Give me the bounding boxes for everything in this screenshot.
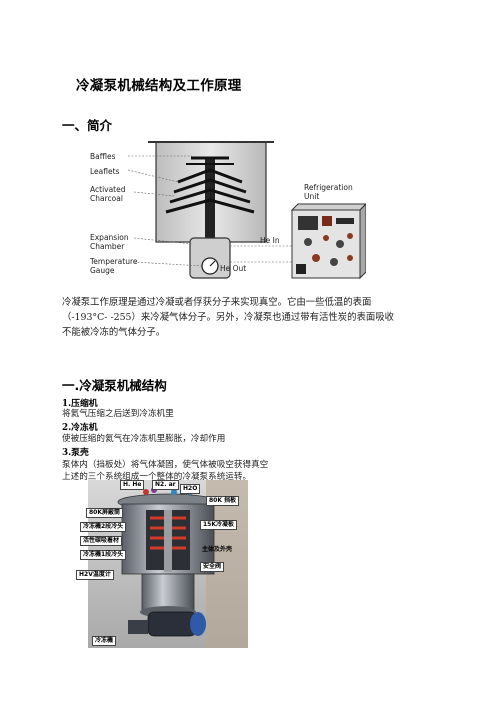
item-desc-refrigerator: 使被压缩的氦气在冷冻机里膨胀，冷却作用 <box>62 434 226 444</box>
cryopump-schematic-diagram: Baffles Leaflets Activated Charcoal Expa… <box>89 141 366 280</box>
label-refrigeration-unit-line2: Unit <box>304 192 319 201</box>
section-heading-intro: 一、简介 <box>62 118 113 133</box>
photo-label-80k-baffle: 80K 挡板 <box>206 496 240 506</box>
label-he-out: He Out <box>220 264 246 273</box>
summary-line: 上述的三个系统组成一个整体的冷凝泵系统运转。 <box>62 472 252 482</box>
photo-label-80k-shroud: 80K屏蔽筒 <box>86 508 123 518</box>
photo-label-refrigerator: 冷冻機 <box>92 636 117 646</box>
photo-label-stage1-cold-head: 冷冻機1段冷头 <box>80 550 127 560</box>
intro-line: 不能被冷冻的气体分子。 <box>62 327 166 338</box>
intro-line: （-193°C- -255）来冷凝气体分子。另外，冷凝泵也通过带有活性炭的表面吸… <box>62 312 395 323</box>
photo-label-15k-panel: 15K冷凝板 <box>200 520 237 530</box>
cryopump-photo: H. He N2. ar H2O 80K 挡板 80K屏蔽筒 冷冻機2段冷头 1… <box>76 480 248 648</box>
refrigeration-unit-box <box>290 203 366 280</box>
temperature-gauge-icon <box>201 257 219 275</box>
intro-paragraph: 冷凝泵工作原理是通过冷凝或者俘获分子来实现真空。它由一些低温的表面 （-193°… <box>62 295 432 340</box>
photo-label-h-he: H. He <box>120 480 145 490</box>
item-heading-refrigerator: 2.冷冻机 <box>62 423 98 433</box>
item-heading-compressor: 1.压缩机 <box>62 399 98 409</box>
item-heading-housing: 3.泵壳 <box>62 448 89 458</box>
label-refrigeration-unit-line1: Refrigeration <box>304 183 353 192</box>
label-activated-charcoal-line2: Charcoal <box>90 194 123 203</box>
cold-head-rod <box>205 158 215 250</box>
photo-label-n2-ar: N2. ar <box>152 480 179 490</box>
label-activated-charcoal-line1: Activated <box>90 185 126 194</box>
photo-label-body-housing: 主体及外壳 <box>202 546 233 553</box>
leaflets-shape <box>165 168 255 214</box>
photo-label-stage2-cold-head: 冷冻機2段冷头 <box>80 522 127 532</box>
label-temperature-gauge-line2: Gauge <box>90 266 115 275</box>
intro-line: 冷凝泵工作原理是通过冷凝或者俘获分子来实现真空。它由一些低温的表面 <box>62 297 372 308</box>
label-baffles: Baffles <box>90 152 116 161</box>
label-leaflets: Leaflets <box>90 167 120 176</box>
label-expansion-chamber-line1: Expansion <box>90 233 129 242</box>
item-desc-housing: 泵体内（挡板处）将气体凝固，使气体被吸空获得真空 <box>62 460 269 470</box>
photo-label-activated-charcoal: 活性碳吸着材 <box>80 536 123 546</box>
item-desc-compressor: 将氦气压缩之后送到冷冻机里 <box>62 409 174 419</box>
baffles-shape <box>186 156 234 165</box>
photo-label-h2o: H2O <box>180 484 201 494</box>
photo-label-safety-valve: 安全阀 <box>200 562 225 572</box>
section-heading-structure: 一.冷凝泵机械结构 <box>62 378 167 393</box>
label-he-in: He In <box>260 236 280 245</box>
label-expansion-chamber-line2: Chamber <box>90 242 125 251</box>
photo-label-h2v-thermometer: H2V温度计 <box>76 570 114 580</box>
document-title: 冷凝泵机械结构及工作原理 <box>76 78 242 94</box>
label-temperature-gauge-line1: Temperature <box>89 257 138 266</box>
